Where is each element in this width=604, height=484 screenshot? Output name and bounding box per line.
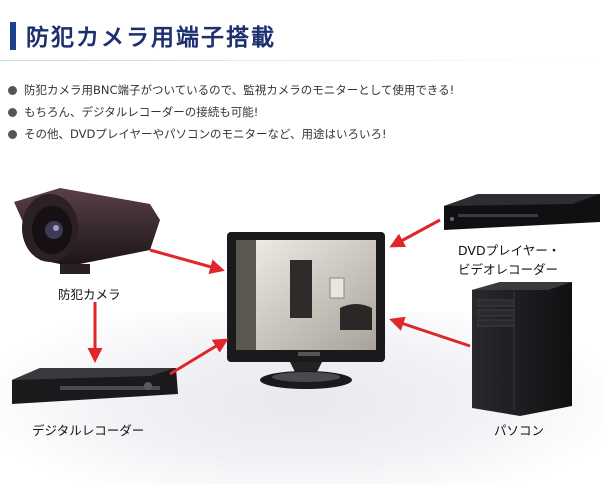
pc-label: パソコン: [494, 423, 545, 438]
camera-icon: [14, 188, 160, 274]
recorder-icon: [12, 368, 178, 404]
recorder-label: デジタルレコーダー: [32, 423, 145, 438]
list-item: もちろん、デジタルレコーダーの接続も可能!: [8, 104, 598, 126]
dvd-label-line2: ビデオレコーダー: [458, 262, 559, 277]
feature-list: 防犯カメラ用BNC端子がついているので、監視カメラのモニターとして使用できる! …: [8, 82, 598, 148]
page-header: 防犯カメラ用端子搭載: [0, 0, 604, 62]
dvd-label-line1: DVDプレイヤー・: [458, 243, 561, 258]
connection-diagram: [12, 188, 600, 416]
title-accent-bar: [10, 22, 16, 50]
arrow-icon: [87, 218, 471, 376]
pc-tower-icon: [472, 282, 572, 416]
feature-text: その他、DVDプレイヤーやパソコンのモニターなど、用途はいろいろ!: [24, 127, 387, 141]
list-item: その他、DVDプレイヤーやパソコンのモニターなど、用途はいろいろ!: [8, 126, 598, 148]
dvd-label: DVDプレイヤー・ ビデオレコーダー: [458, 240, 560, 278]
list-item: 防犯カメラ用BNC端子がついているので、監視カメラのモニターとして使用できる!: [8, 82, 598, 104]
feature-text: もちろん、デジタルレコーダーの接続も可能!: [24, 105, 259, 119]
dvd-player-icon: [444, 194, 600, 230]
feature-text: 防犯カメラ用BNC端子がついているので、監視カメラのモニターとして使用できる!: [24, 83, 455, 97]
header-divider: [0, 60, 604, 61]
bullet-icon: [8, 130, 17, 139]
monitor-icon: [227, 232, 385, 389]
camera-label: 防犯カメラ: [58, 287, 121, 302]
bullet-icon: [8, 86, 17, 95]
page-title: 防犯カメラ用端子搭載: [26, 25, 276, 51]
bullet-icon: [8, 108, 17, 117]
